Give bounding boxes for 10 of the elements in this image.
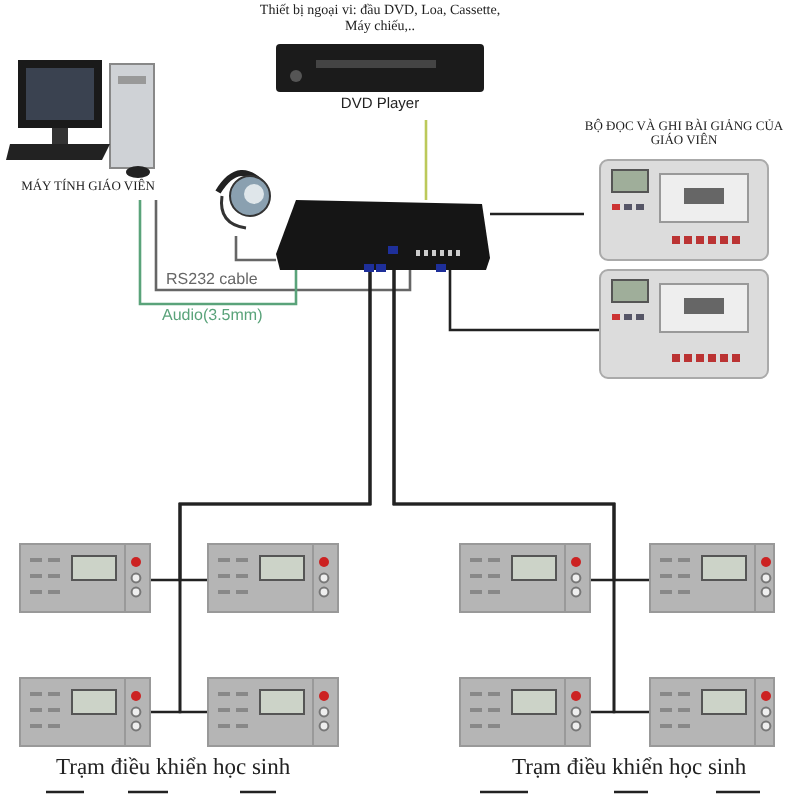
connector-line xyxy=(448,270,600,332)
connector-line xyxy=(154,200,412,292)
connector-line xyxy=(424,120,428,200)
group-caption: Trạm điều khiển học sinh xyxy=(512,756,747,780)
connector-line xyxy=(138,200,298,306)
edge-label: RS232 cable xyxy=(164,270,260,288)
connector-line xyxy=(490,212,584,216)
connector-line xyxy=(234,236,276,262)
group-caption: Trạm điều khiển học sinh xyxy=(56,756,291,780)
edge-label: Audio(3.5mm) xyxy=(160,306,265,324)
